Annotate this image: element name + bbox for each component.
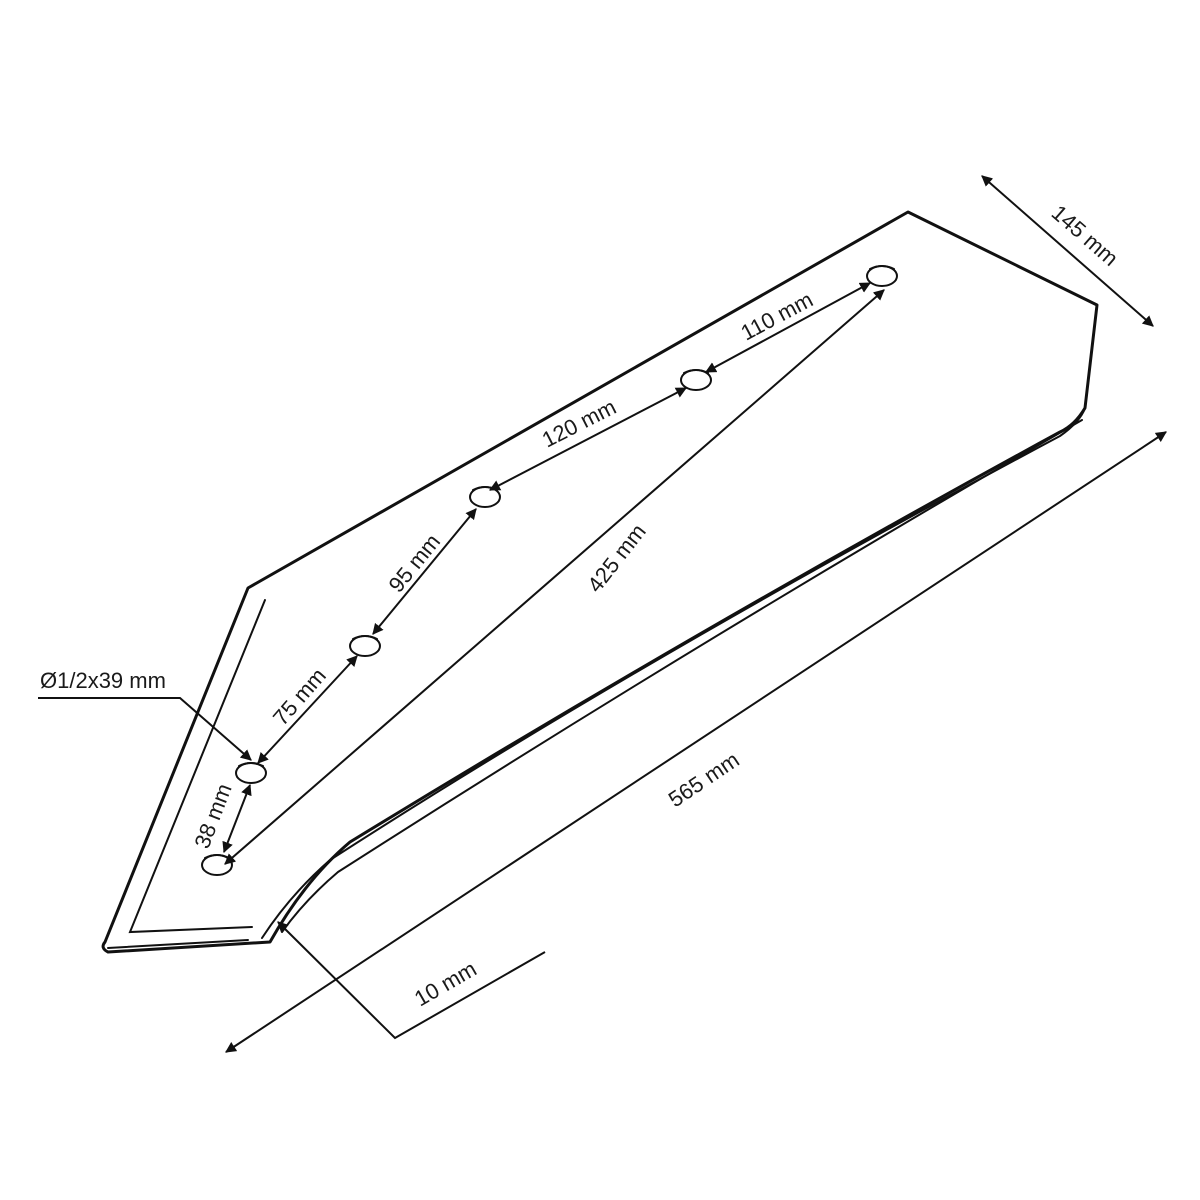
mounting-holes [201,265,898,876]
dim-110-line [705,282,871,373]
hole-size-leader [38,697,252,761]
dim-38-line [222,783,252,854]
dim-38-label: 38 mm [189,780,236,852]
dimension-labels: 145 mm 565 mm 10 mm 425 mm 75 mm 38 mm 7… [40,200,1123,1011]
dimension-lines [38,175,1167,1053]
width-dim-line [981,175,1154,327]
dim-95-label: 95 mm [383,529,445,597]
length-label: 565 mm [664,747,744,812]
thickness-label: 10 mm [410,956,481,1011]
dim-75-line [257,655,358,764]
length-dim-line [225,431,1167,1053]
width-label: 145 mm [1047,200,1123,271]
tip-bevel [107,939,249,949]
lower-bevel-line [281,419,1083,933]
span-label: 425 mm [582,519,651,597]
thickness-leader [277,921,546,1040]
left-bevel-line [128,599,266,934]
hole-size-label: Ø1/2x39 mm [40,668,166,693]
span-dim-line [224,289,885,865]
dim-120-line [489,387,687,491]
dim-75-label: 75 mm [268,663,331,730]
dim-110-label: 110 mm [737,287,817,346]
dim-95-line [372,508,477,635]
